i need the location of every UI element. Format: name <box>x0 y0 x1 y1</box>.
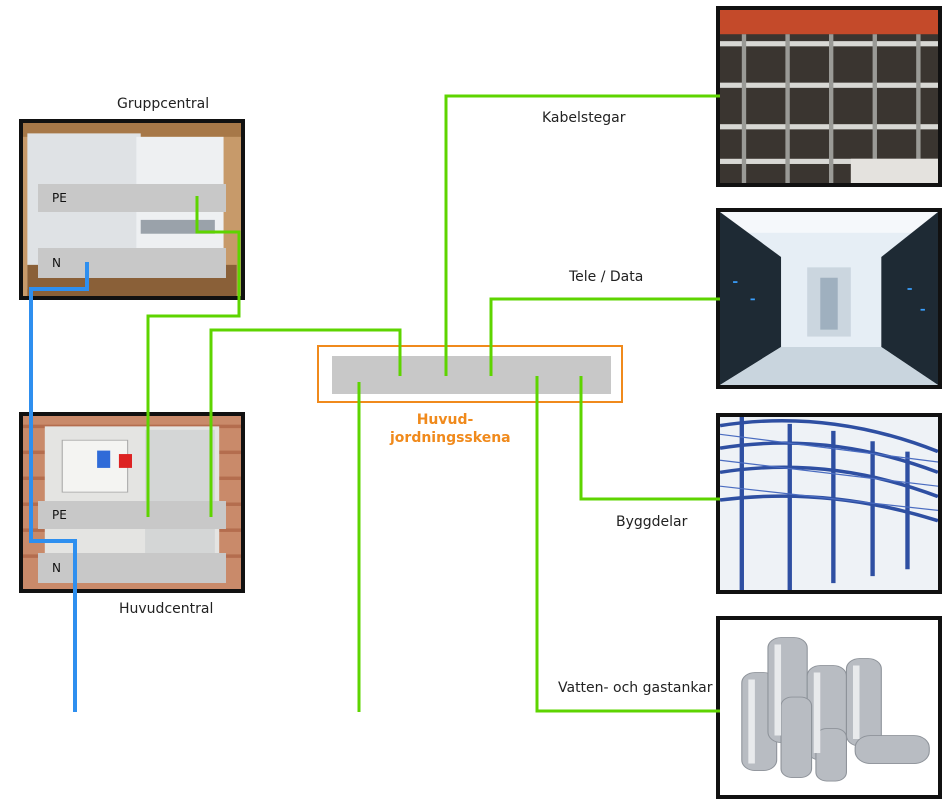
main-panel-pe-label: PE <box>52 508 67 522</box>
n-wire <box>29 262 89 712</box>
main-panel-title: Huvudcentral <box>119 601 214 617</box>
tanks-photo <box>716 616 942 799</box>
group-panel-n-bar: N <box>38 248 226 278</box>
pe-wire-tele-data <box>489 297 720 376</box>
group-panel-title: Gruppcentral <box>117 96 210 112</box>
main-busbar <box>332 356 611 394</box>
main-panel-n-label: N <box>52 561 61 575</box>
tanks-label: Vatten- och gastankar <box>558 680 713 696</box>
busbar-title-line1: Huvud- <box>416 412 474 428</box>
group-panel-pe-bar: PE <box>38 184 226 212</box>
pe-wire-main-to-busbar <box>209 328 402 517</box>
pe-wire-cable-trays <box>444 94 720 376</box>
group-panel-n-label: N <box>52 256 61 270</box>
pe-wire-building-parts <box>579 376 720 501</box>
building-structure-photo <box>716 413 942 594</box>
busbar-title-line2: jordningsskena <box>390 430 511 446</box>
pe-wire-tanks <box>535 376 720 713</box>
pe-wire-group-to-main <box>146 196 241 517</box>
main-panel-pe-bar: PE <box>38 501 226 529</box>
main-panel-n-bar: N <box>38 553 226 583</box>
cable-trays-label: Kabelstegar <box>542 110 626 126</box>
building-parts-label: Byggdelar <box>616 514 688 530</box>
busbar-title: Huvud- jordningsskena <box>390 411 511 447</box>
group-panel-pe-label: PE <box>52 191 67 205</box>
tele-data-label: Tele / Data <box>569 269 644 285</box>
server-room-photo <box>716 208 942 389</box>
main-busbar-frame <box>317 345 623 403</box>
